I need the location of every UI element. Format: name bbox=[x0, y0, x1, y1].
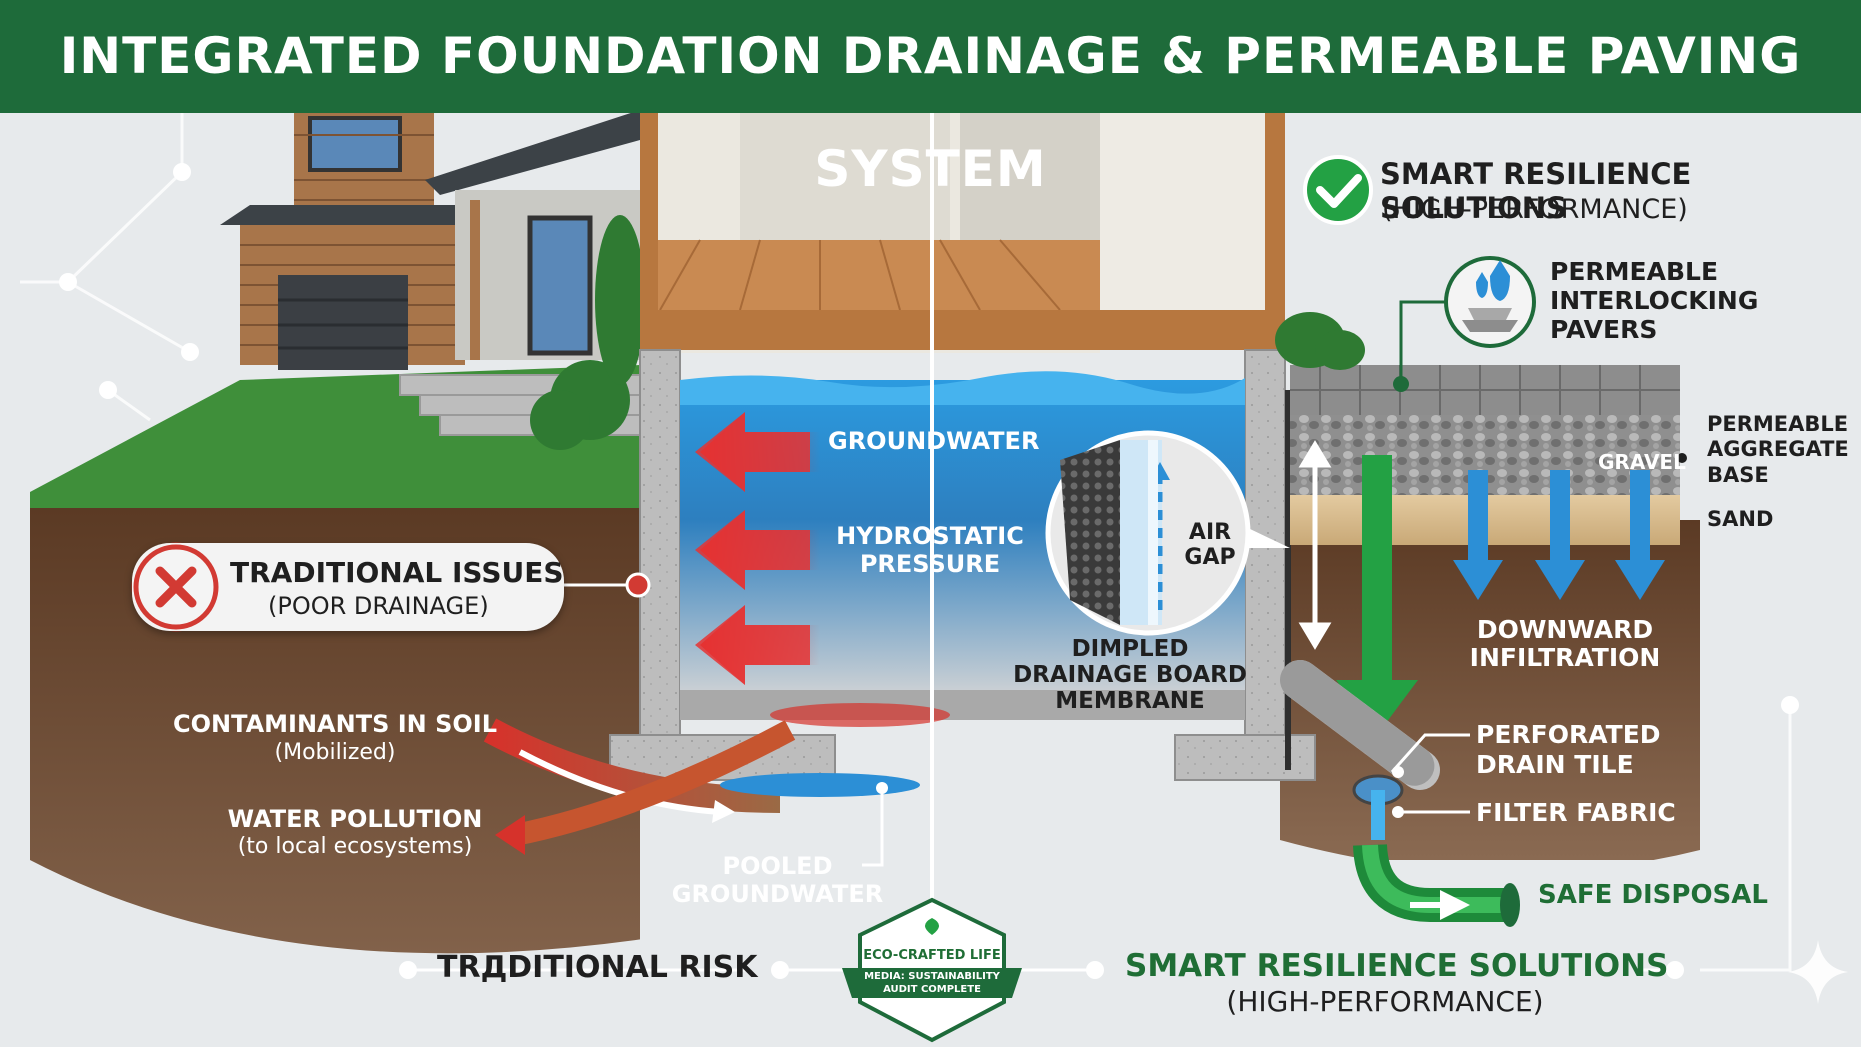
traditional-issues-subtitle: (POOR DRAINAGE) bbox=[268, 592, 489, 620]
filter-fabric-label: FILTER FABRIC bbox=[1476, 798, 1676, 827]
check-icon bbox=[1303, 155, 1373, 225]
sand-label: SAND bbox=[1707, 507, 1774, 531]
infiltration-label-2: INFILTRATION bbox=[1469, 643, 1661, 672]
gravel-label: GRAVEL bbox=[1598, 450, 1686, 474]
water-pollution-title: WATER POLLUTION bbox=[227, 805, 483, 833]
title-banner bbox=[0, 0, 1861, 113]
permeable-section bbox=[1275, 312, 1680, 545]
smart-header-subtitle: (HIGH-PERFORMANCE) bbox=[1382, 194, 1688, 225]
infiltration-label-1: DOWNWARD bbox=[1476, 615, 1654, 644]
pavers-label-2: INTERLOCKING bbox=[1550, 286, 1759, 315]
aggregate-label-3: BASE bbox=[1707, 463, 1769, 487]
contaminant-flow bbox=[483, 718, 920, 855]
x-icon bbox=[133, 544, 219, 630]
membrane-label-2: DRAINAGE BOARD bbox=[1013, 662, 1247, 688]
groundwater-label: GROUNDWATER bbox=[828, 427, 1040, 455]
house bbox=[220, 110, 645, 450]
traditional-issues-title: TRADITIONAL ISSUES bbox=[230, 556, 564, 589]
drain-tile-label-2: DRAIN TILE bbox=[1476, 750, 1634, 779]
traditional-risk-label: TRДDITIONAL RISK bbox=[437, 950, 758, 985]
badge-ribbon-2: AUDIT COMPLETE bbox=[883, 984, 981, 995]
badge-name: ECO-CRAFTED LIFE bbox=[863, 948, 1001, 963]
aggregate-label-1: PERMEABLE bbox=[1707, 412, 1849, 436]
depth-arrow bbox=[1298, 440, 1332, 650]
membrane-label-1: DIMPLED bbox=[1071, 636, 1189, 662]
badge-ribbon-1: MEDIA: SUSTAINABILITY bbox=[864, 971, 1000, 982]
pooled-label-1: POOLED bbox=[722, 852, 833, 880]
membrane-zoom bbox=[1045, 430, 1290, 636]
water-drops-icon bbox=[1444, 256, 1536, 348]
sparkle-icon bbox=[1788, 940, 1848, 1004]
pavers-label-3: PAVERS bbox=[1550, 315, 1658, 344]
aggregate-label-2: AGGREGATE bbox=[1707, 437, 1849, 461]
circuit-nodes bbox=[59, 163, 1799, 714]
contaminants-title: CONTAMINANTS IN SOIL bbox=[172, 710, 498, 738]
pavers-label-1: PERMEABLE bbox=[1550, 257, 1719, 286]
page-title: INTEGRATED FOUNDATION DRAINAGE & PERMEAB… bbox=[59, 27, 1802, 198]
drain-tile bbox=[1280, 660, 1520, 927]
hydrostatic-label-2: PRESSURE bbox=[859, 550, 1001, 578]
smart-footer-subtitle: (HIGH-PERFORMANCE) bbox=[1226, 985, 1544, 1018]
leader-lines bbox=[560, 300, 1686, 867]
infiltration-arrows bbox=[1453, 470, 1665, 600]
hydrostatic-label-1: HYDROSTATIC bbox=[836, 522, 1024, 550]
pooled-label-2: GROUNDWATER bbox=[671, 880, 884, 908]
safe-disposal-label: SAFE DISPOSAL bbox=[1538, 880, 1768, 910]
contaminants-subtitle: (Mobilized) bbox=[274, 740, 396, 765]
eco-badge bbox=[842, 897, 1022, 1043]
air-gap-label-2: GAP bbox=[1184, 545, 1236, 570]
drain-tile-label-1: PERFORATED bbox=[1476, 720, 1661, 749]
green-flow-arrow bbox=[1336, 455, 1418, 735]
soil bbox=[30, 508, 640, 1047]
smart-footer-title: SMART RESILIENCE SOLUTIONS bbox=[1125, 948, 1669, 984]
air-gap-label-1: AIR bbox=[1188, 520, 1232, 545]
water-pollution-subtitle: (to local ecosystems) bbox=[237, 834, 473, 859]
pressure-arrows bbox=[695, 412, 820, 685]
smart-header-title: SMART RESILIENCE SOLUTIONS bbox=[1380, 157, 1692, 225]
membrane-label-3: MEMBRANE bbox=[1055, 688, 1205, 714]
